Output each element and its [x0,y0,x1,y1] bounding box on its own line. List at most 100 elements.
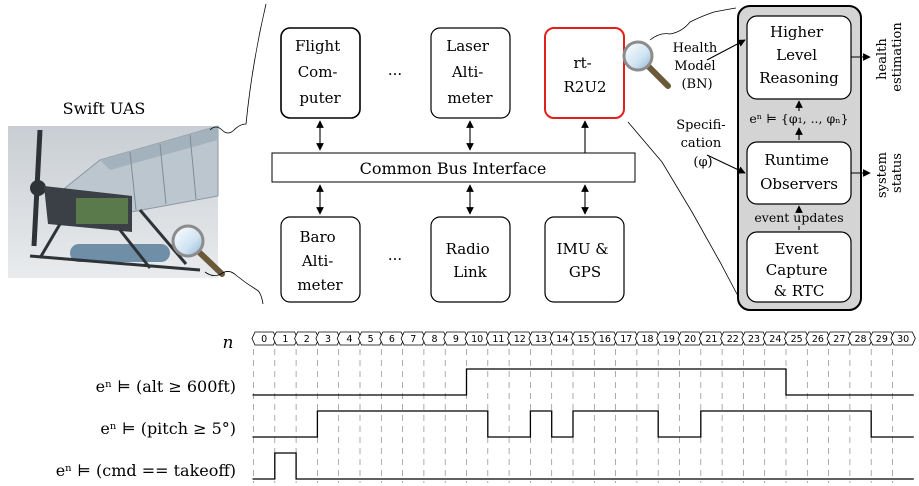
rt-r2u2-line2: R2U2 [563,78,606,96]
tick-cell [634,331,661,346]
zoom-line-lower [204,271,264,305]
signal-trace [252,452,914,480]
top-ellipsis: ··· [388,65,402,83]
bottom-ellipsis: ··· [388,250,402,268]
tick-cell [294,331,320,346]
observers-line1: Runtime [764,151,829,169]
tick-cell [762,331,788,346]
tick-label: 12 [514,334,526,345]
svg-text:Baro Alti- met: Baro Alti- meter [297,228,343,294]
flight-computer-line2: Com- [298,63,338,81]
event-updates-label: event updates [754,210,843,225]
tick-label: 23 [748,334,760,345]
tick-label: 19 [663,334,675,345]
common-bus: Common Bus Interface [271,152,636,183]
uas-title: Swift UAS [63,99,146,118]
health-estimation-label: health estimation [875,22,905,92]
block-baro-altimeter: Baro Alti- meter [280,216,361,303]
svg-text:rt- R2U2: rt- R2U2 [563,54,606,96]
tick-label: 28 [855,334,867,345]
tick-label: 2 [304,334,310,345]
radio-line1: Radio [446,240,490,258]
tick-cell [847,331,874,346]
tick-cell [464,331,490,346]
swift-uas-group: Swift UAS [8,99,225,278]
tick-label: 4 [346,334,352,345]
radio-line2: Link [453,263,487,281]
rt-r2u2-line1: rt- [573,54,591,72]
magnifier-icon [171,224,225,277]
tick-cell [720,331,746,346]
tick-label: 9 [453,334,459,345]
tick-label: 25 [791,334,803,345]
tick-cell [358,331,384,346]
block-flight-computer: Flight Com- puter [280,27,361,119]
tick-cell [869,331,895,346]
signal-label-alt: eⁿ ⊨ (alt ≥ 600ft) [96,377,236,396]
tick-cell [784,331,810,346]
tick-label: 17 [620,334,632,345]
zoom-line-upper [209,3,267,134]
capture-line2: Capture [766,261,828,279]
baro-line3: meter [297,276,343,294]
tick-label: 5 [368,334,374,345]
tick-label: 10 [471,334,483,345]
zoom-line-r2u2-lower [627,121,739,297]
block-imu-gps: IMU & GPS [544,216,625,303]
block-rt-r2u2: rt- R2U2 [544,27,625,119]
reasoning-block: Higher Level Reasoning [759,23,839,87]
bus-label: Common Bus Interface [360,159,547,178]
signal-label-pitch: eⁿ ⊨ (pitch ≥ 5°) [100,419,236,438]
tick-label: 13 [535,334,547,345]
tick-label: 0 [261,334,267,345]
capture-block: Event Capture & RTC [766,240,833,300]
tick-cell [613,331,639,346]
tick-label: 8 [432,334,438,345]
flight-computer-line3: puter [299,89,341,107]
tick-cell [507,331,533,346]
signal-trace [252,368,914,396]
tick-label: 18 [642,334,654,345]
reasoning-line3: Reasoning [759,69,839,87]
laser-altimeter-line1: Laser [446,37,489,55]
tick-label: 24 [769,334,781,345]
tick-cell [571,331,597,346]
tick-cell [400,331,426,346]
imu-line1: IMU & [557,240,609,258]
capture-line3: & RTC [774,282,825,300]
svg-text:IMU & GPS: IMU & GPS [557,240,614,281]
tick-cell [698,331,725,346]
zoom-line-r2u2-upper [649,7,737,41]
tick-label: 27 [833,334,845,345]
observers-block: Runtime Observers [760,151,838,193]
tick-cell [315,331,341,346]
svg-text:Flight Com- pu: Flight Com- puter [295,37,345,107]
tick-cell [805,331,831,346]
imu-line2: GPS [569,263,601,281]
svg-text:Laser Alti- me: Laser Alti- meter [446,37,493,107]
uas-photo [8,125,219,278]
baro-line1: Baro [300,228,336,246]
tick-label: 7 [410,334,416,345]
tick-cell [443,331,469,346]
tick-cell [890,331,916,346]
tick-cell [251,331,277,346]
tick-cell [421,331,448,346]
tick-label: 1 [282,334,288,345]
bus-connectors [316,120,589,215]
signal-labels: eⁿ ⊨ (alt ≥ 600ft) eⁿ ⊨ (pitch ≥ 5°) eⁿ … [56,377,236,480]
tick-cell [592,331,618,346]
tick-cell [677,331,703,346]
health-model-label: Health Model (BN) [673,41,722,92]
tick-cell [549,331,575,346]
capture-line1: Event [775,240,819,258]
block-radio-link: Radio Link [430,216,511,303]
tick-label: 26 [812,334,824,345]
tick-label: 11 [492,334,504,345]
tick-cell [528,331,554,346]
baro-line2: Alti- [301,252,334,270]
reasoning-line2: Level [776,46,817,64]
tick-cell [379,331,405,346]
tick-label: 16 [599,334,611,345]
